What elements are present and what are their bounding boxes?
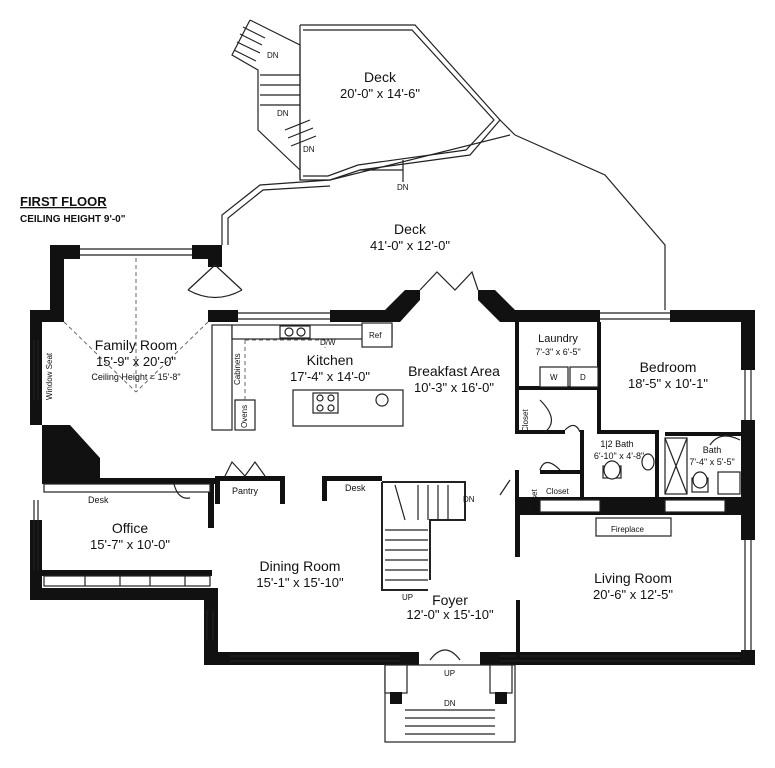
stair-labels: DN DN DN DN DN UP UP DN	[267, 51, 475, 708]
kitchen-dims: 17'-4" x 14'-0"	[290, 369, 370, 384]
main-deck-outline	[221, 134, 666, 310]
half-bath-name: 1|2 Bath	[600, 439, 633, 449]
bedroom-name: Bedroom	[640, 359, 697, 375]
office-name: Office	[112, 520, 149, 536]
dryer-label: D	[580, 373, 586, 382]
breakfast-name: Breakfast Area	[408, 363, 500, 379]
upper-deck-outline	[299, 24, 516, 181]
family-room-ceiling: Ceiling Height = 15'-8"	[91, 372, 180, 382]
washer-label: W	[550, 373, 558, 382]
cabinet-lines	[43, 483, 726, 587]
fireplace-living-label: Fireplace	[611, 525, 644, 534]
pantry-label: Pantry	[232, 486, 259, 496]
bedroom-dims: 18'-5" x 10'-1"	[628, 376, 708, 391]
stair-dn-3: DN	[303, 145, 315, 154]
windows	[33, 248, 752, 662]
living-dims: 20'-6" x 12'-5"	[593, 587, 673, 602]
kitchen-fixtures	[211, 322, 404, 431]
foyer-dims: 12'-0" x 15'-10"	[406, 607, 494, 622]
interior-stairs	[381, 481, 466, 591]
ref-label: Ref	[369, 331, 382, 340]
stair-dn-1: DN	[267, 51, 279, 60]
cabinets-label: Cabinets	[233, 353, 242, 385]
bath-dims: 7'-4" x 5'-5"	[689, 457, 734, 467]
ovens-label: Ovens	[240, 405, 249, 428]
bath-name: Bath	[703, 445, 722, 455]
closet-hall-label: Closet	[546, 487, 569, 496]
deck-upper-dims: 20'-0" x 14'-6"	[340, 86, 420, 101]
stair-dn-front: DN	[444, 699, 456, 708]
window-seat-label: Window Seat	[45, 352, 54, 400]
header: FIRST FLOOR CEILING HEIGHT 9'-0"	[20, 194, 126, 225]
bath-fixtures	[539, 366, 741, 495]
stair-dn-interior: DN	[463, 495, 475, 504]
laundry-dims: 7'-3" x 6'-5"	[535, 347, 580, 357]
floor-title: FIRST FLOOR	[20, 194, 107, 209]
stair-dn-2: DN	[277, 109, 289, 118]
foyer-name: Foyer	[432, 592, 468, 608]
half-bath-dims: 6'-10" x 4'-8"	[594, 451, 644, 461]
family-room-name: Family Room	[95, 337, 177, 353]
desk-kitchen-label: Desk	[345, 483, 366, 493]
laundry-name: Laundry	[538, 333, 578, 345]
deck-main-name: Deck	[394, 221, 427, 237]
desk-family-label: Desk	[88, 495, 109, 505]
deck-main-dims: 41'-0" x 12'-0"	[370, 238, 450, 253]
vault-lines	[63, 258, 209, 393]
front-porch	[384, 664, 516, 743]
doors	[173, 264, 741, 661]
stair-up-front: UP	[444, 669, 455, 678]
breakfast-dims: 10'-3" x 16'-0"	[414, 380, 494, 395]
dining-name: Dining Room	[260, 558, 341, 574]
closet-bedroom-label: Closet	[521, 409, 530, 432]
upper-stairs	[231, 19, 317, 180]
office-dims: 15'-7" x 10'-0"	[90, 537, 170, 552]
stair-up-interior: UP	[402, 593, 413, 602]
dining-dims: 15'-1" x 15'-10"	[256, 575, 344, 590]
stair-dn-deck: DN	[397, 183, 409, 192]
family-room-dims: 15'-9" x 20'-0"	[96, 354, 176, 369]
ceiling-height: CEILING HEIGHT 9'-0"	[20, 214, 126, 225]
kitchen-name: Kitchen	[307, 352, 354, 368]
dw-label: D/W	[320, 338, 336, 347]
living-name: Living Room	[594, 570, 672, 586]
room-labels: Deck 20'-0" x 14'-6" Deck 41'-0" x 12'-0…	[90, 69, 735, 622]
exterior-walls	[30, 245, 755, 665]
fixture-labels: Window Seat Fireplace Desk Desk Pantry C…	[45, 331, 644, 534]
deck-upper-name: Deck	[364, 69, 397, 85]
closet-laundry-label: Closet	[530, 489, 539, 512]
